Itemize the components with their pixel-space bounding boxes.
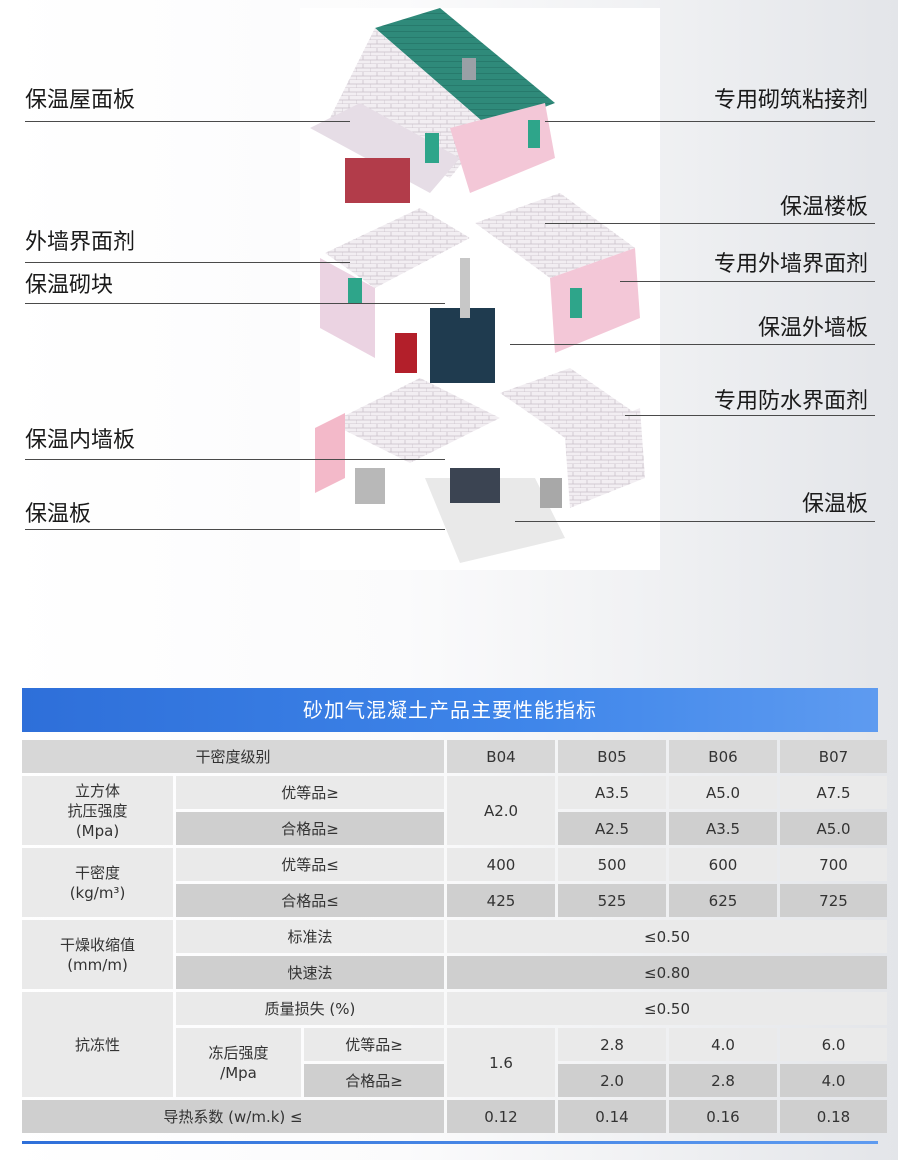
label-line: (Mpa) (75, 821, 120, 840)
house-exploded-illustration (300, 8, 660, 570)
callout-insulation-board-left: 保温板 (25, 502, 92, 527)
callout-insulation-board-right: 保温板 (801, 492, 868, 517)
row-label-density: 干密度 (kg/m³) (22, 848, 173, 917)
cell-value: 425 (447, 884, 555, 917)
leader-line (515, 521, 875, 522)
cell-value: A3.5 (669, 812, 777, 845)
header-grade: B05 (558, 740, 666, 773)
header-grade: B07 (780, 740, 887, 773)
header-dry-density-grade: 干密度级别 (22, 740, 444, 773)
label-line: (mm/m) (67, 955, 128, 974)
cell-value: 725 (780, 884, 887, 917)
cell-value: ≤0.50 (447, 992, 887, 1025)
cell-value: A5.0 (780, 812, 887, 845)
cell-value: 2.0 (558, 1064, 666, 1097)
performance-table: 砂加气混凝土产品主要性能指标 干密度级别 B04 B05 B06 B07 立方体… (22, 688, 887, 1144)
cell-value: 0.16 (669, 1100, 777, 1133)
callout-interior-wall-panel: 保温内墙板 (25, 428, 136, 453)
sublabel-superior: 优等品≤ (176, 848, 444, 881)
cell-value: 2.8 (669, 1064, 777, 1097)
label-line: 冻后强度 (208, 1043, 269, 1062)
sublabel-mass-loss: 质量损失 (%) (176, 992, 444, 1025)
sublabel-qualified: 合格品≤ (176, 884, 444, 917)
leader-line (25, 303, 445, 304)
cell-value: 600 (669, 848, 777, 881)
callout-floor-slab: 保温楼板 (779, 195, 868, 220)
table-title: 砂加气混凝土产品主要性能指标 (22, 688, 878, 732)
callout-insulation-block: 保温砌块 (25, 273, 114, 298)
cell-value: 500 (558, 848, 666, 881)
label-line: 干燥收缩值 (59, 935, 135, 954)
cell-value: ≤0.80 (447, 956, 887, 989)
sublabel-qualified: 合格品≥ (176, 812, 444, 845)
callout-special-exterior-agent: 专用外墙界面剂 (713, 252, 868, 277)
sublabel-superior: 优等品≥ (176, 776, 444, 809)
table-grid: 干密度级别 B04 B05 B06 B07 立方体 抗压强度 (Mpa) 优等品… (22, 740, 887, 1133)
cell-value: 6.0 (780, 1028, 887, 1061)
label-line: 抗压强度 (67, 801, 128, 820)
cell-value: 2.8 (558, 1028, 666, 1061)
row-label-frost: 抗冻性 (22, 992, 173, 1097)
middle-level (320, 193, 640, 383)
label-line: (kg/m³) (69, 883, 126, 902)
leader-line (25, 262, 350, 263)
ground-level (315, 368, 645, 563)
header-grade: B04 (447, 740, 555, 773)
sublabel-standard: 标准法 (176, 920, 444, 953)
table-bottom-rule (22, 1141, 878, 1144)
cell-value: A3.5 (558, 776, 666, 809)
leader-line (25, 121, 350, 122)
cell-value: 700 (780, 848, 887, 881)
cell-value: ≤0.50 (447, 920, 887, 953)
label-line: /Mpa (220, 1063, 257, 1082)
cell-value: A2.5 (558, 812, 666, 845)
sublabel-superior: 优等品≥ (304, 1028, 444, 1061)
leader-line (620, 281, 875, 282)
cell-value: 4.0 (780, 1064, 887, 1097)
leader-line (25, 529, 445, 530)
row-label-thermal: 导热系数 (w/m.k) ≤ (22, 1100, 444, 1133)
cell-value: 0.14 (558, 1100, 666, 1133)
callout-exterior-wall-agent: 外墙界面剂 (25, 230, 136, 255)
roof-level (310, 8, 555, 203)
cell-value: A5.0 (669, 776, 777, 809)
label-line: 立方体 (74, 781, 120, 800)
sublabel-frost-strength: 冻后强度 /Mpa (176, 1028, 301, 1097)
sublabel-fast: 快速法 (176, 956, 444, 989)
cell-b04-compressive: A2.0 (447, 776, 555, 845)
leader-line (25, 459, 445, 460)
callout-waterproof-agent: 专用防水界面剂 (713, 389, 868, 414)
cell-value: 625 (669, 884, 777, 917)
cell-value: 0.12 (447, 1100, 555, 1133)
leader-line (545, 223, 875, 224)
callout-exterior-wall-panel: 保温外墙板 (757, 316, 868, 341)
callout-masonry-adhesive: 专用砌筑粘接剂 (713, 88, 868, 113)
leader-line (510, 344, 875, 345)
cell-value: 0.18 (780, 1100, 887, 1133)
row-label-shrinkage: 干燥收缩值 (mm/m) (22, 920, 173, 989)
leader-line (625, 415, 875, 416)
cell-value: 4.0 (669, 1028, 777, 1061)
sublabel-qualified: 合格品≥ (304, 1064, 444, 1097)
header-grade: B06 (669, 740, 777, 773)
cell-value: A7.5 (780, 776, 887, 809)
leader-line (545, 121, 875, 122)
cell-value: 400 (447, 848, 555, 881)
label-line: 干密度 (74, 863, 120, 882)
cell-b04-frost: 1.6 (447, 1028, 555, 1097)
row-label-compressive: 立方体 抗压强度 (Mpa) (22, 776, 173, 845)
callout-roof-panel: 保温屋面板 (25, 88, 136, 113)
cell-value: 525 (558, 884, 666, 917)
